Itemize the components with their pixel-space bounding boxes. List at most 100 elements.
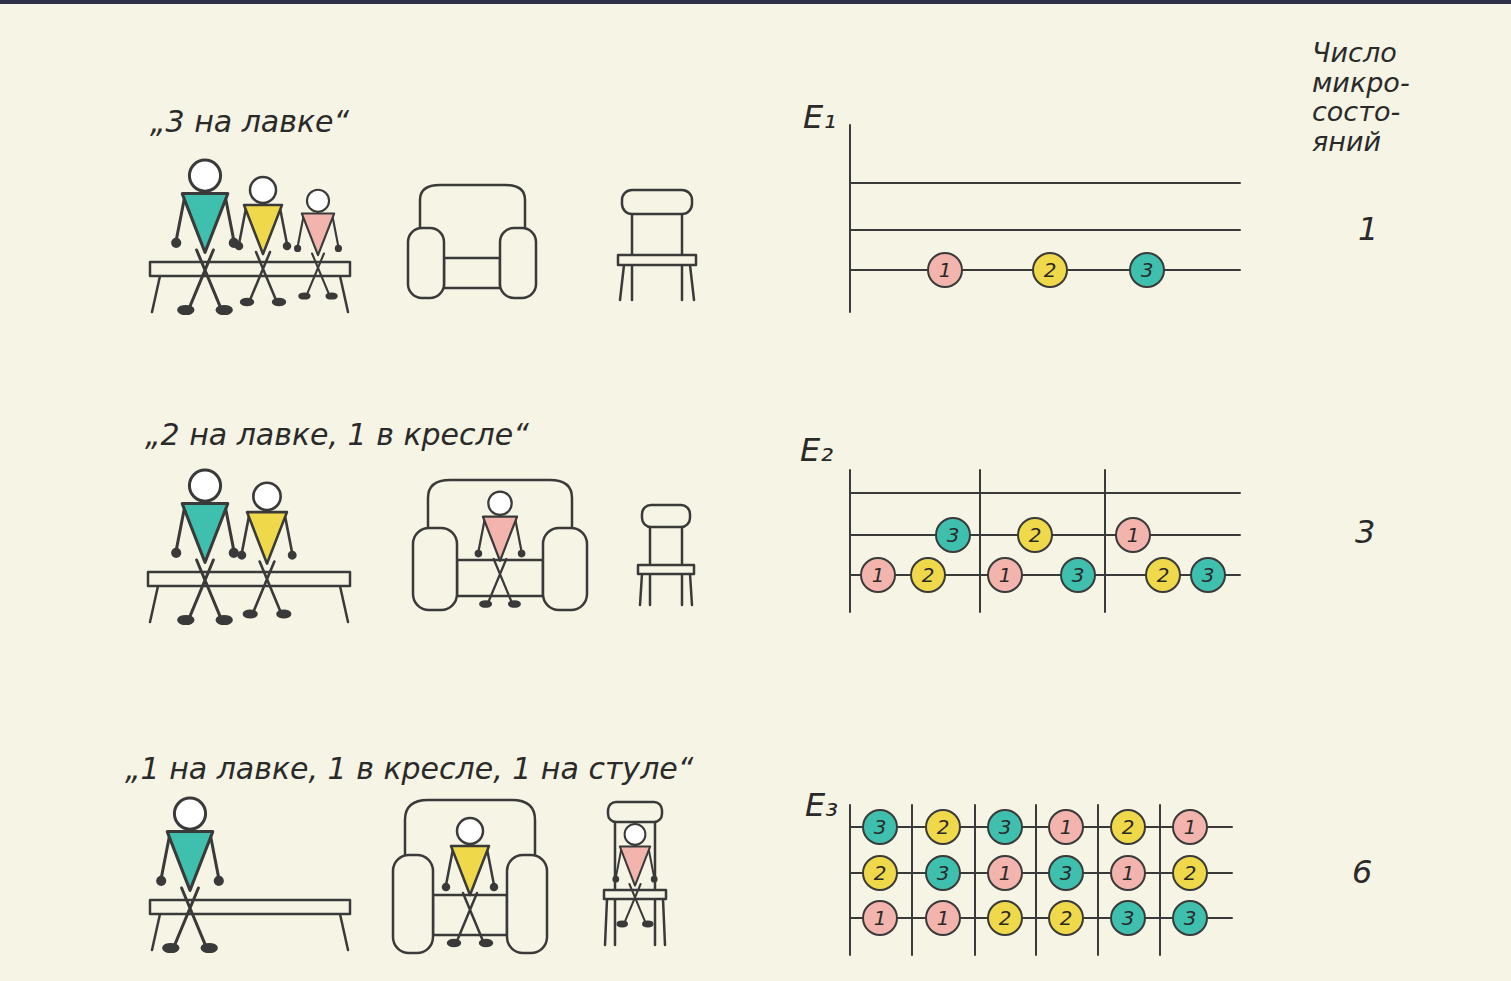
chair: [605, 822, 665, 945]
particle-number: 3: [1072, 565, 1085, 585]
particle-ball: 2: [1032, 252, 1068, 288]
armchair: [507, 855, 547, 953]
chair: [638, 505, 694, 605]
particle-number: 2: [937, 817, 950, 837]
armchair: [444, 258, 500, 288]
particle-number: 2: [1122, 817, 1135, 837]
particle-ball: 2: [910, 557, 946, 593]
person-figure: [613, 824, 656, 926]
particle-ball: 2: [925, 809, 961, 845]
chair: [608, 802, 662, 822]
particle-ball: 2: [1145, 557, 1181, 593]
chair: [622, 190, 692, 214]
chair: [604, 802, 666, 945]
particle-number: 3: [999, 817, 1012, 837]
particle-number: 1: [1127, 525, 1140, 545]
person-figure: [443, 818, 497, 946]
microstate-count: 1: [1358, 212, 1378, 247]
particle-ball: 2: [987, 900, 1023, 936]
particle-ball: 1: [927, 252, 963, 288]
particle-number: 2: [922, 565, 935, 585]
particle-number: 2: [999, 908, 1012, 928]
armchair: [393, 800, 547, 953]
column-heading: Число микро- состо- яний: [1312, 38, 1430, 157]
chair: [618, 255, 696, 265]
particle-ball: 2: [1017, 517, 1053, 553]
energy-label: E₁: [803, 100, 836, 135]
particle-ball: 3: [862, 809, 898, 845]
microstate-count: 3: [1355, 515, 1375, 550]
particle-number: 1: [999, 565, 1012, 585]
armchair: [408, 185, 536, 298]
particle-number: 3: [1141, 260, 1154, 280]
chair: [618, 190, 696, 300]
person-figure: [613, 824, 656, 926]
person-figure: [173, 470, 296, 624]
particle-number: 2: [1157, 565, 1170, 585]
particle-number: 1: [999, 863, 1012, 883]
particle-number: 2: [1184, 863, 1197, 883]
particle-number: 2: [1060, 908, 1073, 928]
state-caption: „2 на лавке, 1 в кресле“: [145, 418, 529, 451]
armchair: [433, 895, 507, 935]
armchair: [408, 228, 444, 298]
particle-ball: 2: [1110, 809, 1146, 845]
chair: [642, 505, 690, 527]
particle-ball: 3: [1172, 900, 1208, 936]
armchair: [500, 228, 536, 298]
person-figure: [476, 492, 525, 607]
particle-ball: 1: [1115, 517, 1151, 553]
particle-ball: 1: [862, 900, 898, 936]
particle-number: 1: [872, 565, 885, 585]
energy-label: E₂: [800, 433, 833, 468]
particle-ball: 3: [925, 855, 961, 891]
particle-ball: 3: [1110, 900, 1146, 936]
particle-ball: 1: [1048, 809, 1084, 845]
particle-number: 1: [874, 908, 887, 928]
particle-number: 2: [874, 863, 887, 883]
armchair: [457, 560, 543, 596]
chair: [638, 565, 694, 574]
person-figure: [173, 160, 341, 314]
person-figure: [158, 798, 223, 952]
top-bar: [0, 0, 1511, 4]
particle-number: 1: [1122, 863, 1135, 883]
particle-ball: 3: [1129, 252, 1165, 288]
bench: [150, 900, 350, 914]
bench: [150, 900, 350, 950]
particle-number: 1: [1184, 817, 1197, 837]
person-figure: [236, 177, 290, 305]
energy-levels: [850, 805, 1160, 955]
microstate-count: 6: [1352, 855, 1372, 890]
state-caption: „1 на лавке, 1 в кресле, 1 на стуле“: [125, 752, 693, 785]
particle-number: 1: [939, 260, 952, 280]
particle-ball: 1: [1172, 809, 1208, 845]
particle-ball: 1: [987, 855, 1023, 891]
particle-ball: 2: [1172, 855, 1208, 891]
particle-ball: 2: [1048, 900, 1084, 936]
particle-number: 3: [874, 817, 887, 837]
energy-label: E₃: [805, 788, 838, 823]
particle-ball: 1: [1110, 855, 1146, 891]
particle-ball: 3: [1190, 557, 1226, 593]
particle-ball: 1: [987, 557, 1023, 593]
particle-number: 1: [937, 908, 950, 928]
energy-levels: [849, 125, 851, 312]
particle-ball: 1: [925, 900, 961, 936]
state-caption: „3 на лавке“: [150, 105, 349, 138]
particle-number: 1: [1060, 817, 1073, 837]
person-figure: [158, 798, 223, 952]
person-figure: [476, 492, 525, 607]
person-figure: [173, 160, 238, 314]
particle-ball: 2: [862, 855, 898, 891]
armchair: [543, 528, 587, 610]
particle-number: 3: [1202, 565, 1215, 585]
person-figure: [239, 483, 296, 617]
armchair: [413, 480, 587, 610]
energy-levels: [850, 125, 1240, 955]
person-figure: [295, 190, 341, 299]
energy-levels: [850, 827, 1232, 918]
